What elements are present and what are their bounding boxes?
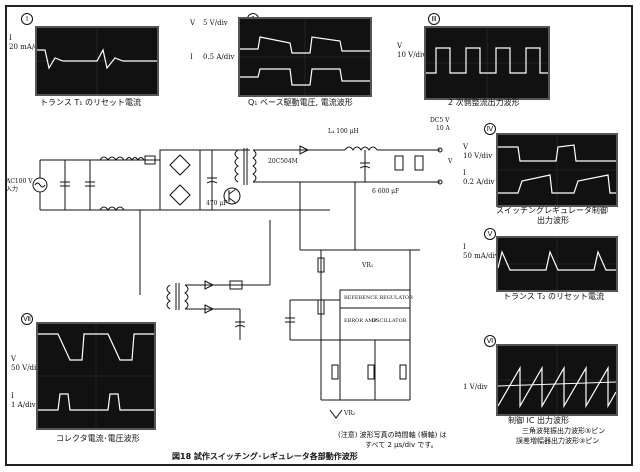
scope-7-ylabel-bottom-scale: 1 A/div: [11, 401, 36, 409]
vr1-label: VR₁: [362, 262, 374, 269]
transformer-t1: [234, 149, 239, 183]
figure-title: 図18 試作スイッチング･レギュレータ各部動作波形: [172, 452, 358, 461]
note-line-1: (注意) 波形写真の時間軸 (横軸) は: [338, 431, 447, 439]
scope-3-number: Ⅲ: [428, 13, 440, 25]
scope-4-ylabel-top-scale: 10 V/div: [463, 152, 493, 160]
scope-2-trace: [240, 19, 370, 95]
scope-6-ylabel: 1 V/div: [463, 383, 488, 391]
scope-6-caption-line-3: 誤差増幅器出力波形③ピン: [516, 437, 600, 445]
scope-7-ylabel-top-scale: 50 V/div: [11, 364, 41, 372]
scope-1-ylabel-symbol: I: [9, 34, 12, 42]
scope-7-ylabel-top-symbol: V: [11, 355, 17, 363]
vr2-label: VR₂: [344, 410, 356, 417]
scope-6-trace: [498, 346, 616, 414]
scope-3-screen: [424, 26, 550, 100]
scope-1-trace: [37, 28, 157, 94]
scope-2-caption: Q₁ ベース駆動電圧, 電流波形: [248, 98, 353, 107]
input-voltage-label: AC100 V: [6, 178, 33, 185]
input-label: 入力: [6, 186, 19, 193]
scope-7-caption: コレクタ電流･電圧波形: [56, 434, 140, 443]
scope-1-caption: トランス T₁ のリセット電流: [40, 98, 142, 107]
scope-7-screen: [36, 322, 156, 430]
scope-3-ylabel-scale: 10 V/div: [397, 51, 427, 59]
output-vout-label: V: [448, 158, 453, 165]
transformer-t2: [166, 284, 171, 310]
scope-6-caption-line-1: 制御 IC 出力波形: [508, 416, 570, 425]
scope-5-screen: [496, 236, 618, 292]
scope-5-ylabel-symbol: I: [463, 243, 466, 251]
inductor-l4: [344, 146, 378, 151]
input-capacitor-label: 470 μF: [206, 200, 228, 207]
output-capacitor-label: 6 600 μF: [372, 188, 400, 195]
output-voltage-label: DC5 V: [430, 117, 450, 124]
ic-error-amp-label: ERROR AMP: [344, 318, 377, 324]
scope-4-screen: [496, 133, 618, 207]
scope-7-number: Ⅶ: [21, 313, 33, 325]
scope-4-trace: [498, 135, 616, 205]
scope-1-screen: [35, 26, 159, 96]
scope-4-ylabel-bottom-scale: 0.2 A/div: [463, 178, 495, 186]
scope-4-ylabel-top-symbol: V: [463, 143, 469, 151]
scope-1-ylabel-scale: 20 mA/div: [9, 43, 45, 51]
transistor-type-label: 20C504M: [268, 158, 298, 165]
scope-6-screen: [496, 344, 618, 416]
scope-5-ylabel-scale: 50 mA/div: [463, 252, 499, 260]
scope-4-caption-line-1: スイッチングレギュレータ制御: [496, 206, 608, 215]
ic-oscillator-label: OSCILLATOR: [372, 318, 407, 324]
scope-3-caption: 2 次側整流出力波形: [448, 98, 520, 107]
transistor-q1: [223, 187, 241, 205]
scope-6-number: Ⅵ: [484, 335, 496, 347]
inductor-l1: [99, 156, 125, 161]
inductor-l4-label: L₄ 100 μH: [328, 128, 359, 135]
scope-2-ylabel-top-scale: 5 V/div: [203, 19, 228, 27]
scope-4-caption-line-2: 出力波形: [537, 216, 569, 225]
figure-border: [5, 5, 633, 466]
scope-5-number: Ⅴ: [484, 228, 496, 240]
note-line-2: すべて 2 μs/div です。: [365, 441, 438, 449]
scope-2-ylabel-bottom-scale: 0.5 A/div: [203, 53, 235, 61]
scope-4-number: Ⅳ: [484, 123, 496, 135]
scope-3-trace: [426, 28, 548, 98]
output-current-label: 10 A: [436, 125, 450, 132]
scope-2-ylabel-top-symbol: V: [190, 19, 196, 27]
scope-2-screen: [238, 17, 372, 97]
scope-7-trace: [38, 324, 154, 428]
scope-5-caption: トランス T₂ のリセット電流: [503, 292, 605, 301]
scope-2-ylabel-bottom-symbol: I: [190, 53, 193, 61]
scope-5-trace: [498, 238, 616, 290]
scope-7-ylabel-bottom-symbol: I: [11, 392, 14, 400]
scope-6-caption-line-2: 三角波発振出力波形⑤ピン: [522, 427, 606, 435]
scope-4-ylabel-bottom-symbol: I: [463, 169, 466, 177]
scope-3-ylabel-symbol: V: [397, 42, 403, 50]
scope-1-number: Ⅰ: [21, 13, 33, 25]
ic-reference-label: REFERENCE REGULATOR: [344, 295, 413, 301]
